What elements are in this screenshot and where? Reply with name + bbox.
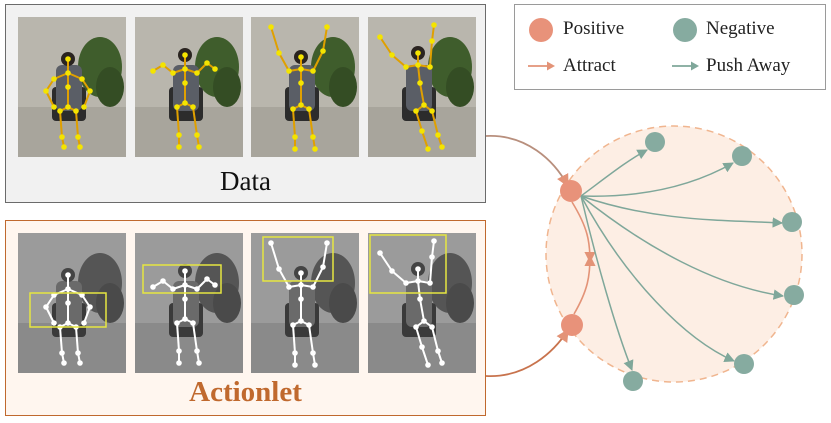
skeleton (268, 24, 330, 152)
negative-node-4 (784, 285, 804, 305)
data-frame-3 (251, 17, 359, 157)
skeleton (150, 52, 218, 150)
push-arrow-3 (580, 195, 784, 228)
actionlet-box (142, 264, 222, 294)
push-arrow-5 (580, 195, 735, 363)
push-arrow-1 (580, 149, 648, 197)
actionlet-frame-3 (251, 233, 359, 373)
actionlet-frame-1 (18, 233, 126, 373)
attract-arrow-icon (528, 61, 555, 71)
data-panel: Data (5, 4, 486, 203)
data-frame-1 (18, 17, 126, 157)
skeleton (43, 56, 93, 150)
push-arrow-6 (580, 195, 634, 371)
actionlet-box (369, 234, 447, 294)
legend-positive-label: Positive (563, 18, 625, 39)
negative-node-2 (732, 146, 752, 166)
negative-dot-icon (673, 18, 697, 42)
negative-node-1 (645, 132, 665, 152)
negative-node-6 (623, 371, 643, 391)
data-panel-title: Data (220, 166, 271, 196)
skeleton (150, 268, 218, 366)
skeleton (377, 22, 445, 152)
legend-negative-label: Negative (706, 18, 775, 39)
embedding-space-circle (545, 125, 803, 383)
legend: Positive Negative Attract Push Away (514, 4, 826, 90)
actionlet-frame-4 (368, 233, 476, 373)
actionlet-panel: Actionlet (5, 220, 486, 416)
skeleton (377, 238, 445, 368)
attract-arrow-up (573, 254, 596, 315)
actionlet-panel-title: Actionlet (189, 376, 302, 408)
data-frame-2 (135, 17, 243, 157)
actionlet-box (262, 236, 334, 282)
positive-dot-icon (529, 18, 553, 42)
skeleton (268, 240, 330, 368)
legend-attract-label: Attract (563, 55, 616, 76)
embedding-graph (486, 125, 804, 391)
data-connector (486, 135, 569, 188)
push-arrow-2 (580, 162, 734, 197)
positive-node-actionlet (561, 314, 583, 336)
actionlet-connector (486, 328, 569, 377)
actionlet-frame-2 (135, 233, 243, 373)
negative-node-3 (782, 212, 802, 232)
legend-push-label: Push Away (706, 55, 791, 76)
push-arrow-icon (672, 61, 699, 71)
data-frame-4 (368, 17, 476, 157)
actionlet-box (29, 292, 107, 328)
negative-node-5 (734, 354, 754, 374)
push-arrow-4 (580, 195, 785, 300)
positive-node-anchor (560, 180, 582, 202)
